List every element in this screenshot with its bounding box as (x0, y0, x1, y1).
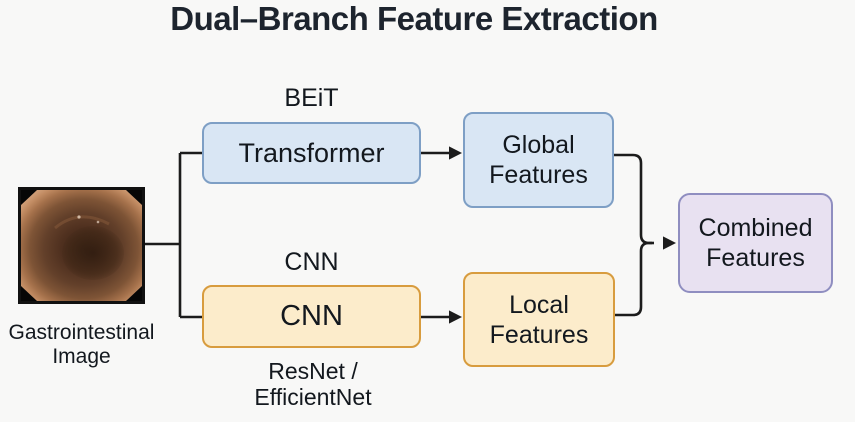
annotation-cnn: CNN (284, 248, 339, 276)
node-combined-features: Combined Features (678, 193, 833, 293)
node-local-features-label: Local Features (490, 290, 589, 350)
combined-line2: Features (706, 244, 805, 272)
node-global-features-label: Global Features (489, 130, 588, 190)
annotation-backbones: ResNet / EfficientNet (200, 358, 426, 411)
node-cnn-label: CNN (280, 300, 343, 333)
node-transformer-label: Transformer (238, 137, 385, 168)
combined-line1: Combined (698, 214, 813, 242)
local-line1: Local (509, 290, 569, 319)
local-line2: Features (489, 320, 589, 349)
node-local-features: Local Features (463, 272, 615, 367)
node-cnn: CNN (202, 285, 421, 348)
global-line1: Global (502, 131, 575, 159)
node-transformer: Transformer (202, 122, 421, 184)
annotation-backbones-line2: EfficientNet (254, 384, 372, 411)
gastrointestinal-image (18, 187, 145, 304)
node-global-features: Global Features (463, 112, 614, 208)
input-caption: Gastrointestinal Image (0, 321, 163, 369)
global-line2: Features (489, 161, 588, 189)
annotation-beit: BEiT (284, 84, 339, 112)
arrow-cnn-to-local (449, 310, 462, 324)
arrow-merge-to-combined (663, 236, 676, 250)
input-caption-line2: Image (52, 345, 111, 369)
annotation-backbones-line1: ResNet / (268, 358, 358, 384)
arrow-transformer-to-global (449, 146, 462, 160)
figure-title: Dual–Branch Feature Extraction (170, 0, 658, 37)
endoscopy-photo (21, 190, 142, 301)
node-combined-features-label: Combined Features (699, 213, 813, 273)
input-caption-line1: Gastrointestinal (8, 321, 155, 344)
